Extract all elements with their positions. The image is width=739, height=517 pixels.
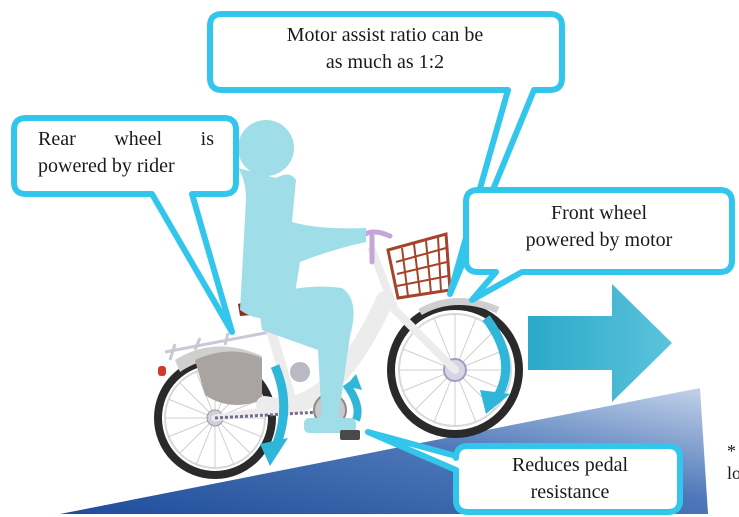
footnote-fragment: * lo (727, 440, 739, 484)
pedal (340, 430, 360, 440)
callout-rear-wheel-line2: powered by rider (38, 155, 175, 177)
callout-front-wheel-line1: Front wheel (550, 202, 648, 224)
battery (195, 351, 262, 405)
motor-hub (290, 362, 310, 382)
callout-rear-wheel-line1: Rear wheel is (38, 128, 214, 150)
callout-motor-ratio-line2: as much as 1:2 (325, 51, 445, 73)
callout-rear-wheel: Rear wheel is powered by rider (38, 126, 214, 180)
callout-front-wheel-line2: powered by motor (525, 229, 673, 251)
footnote-line2: lo (727, 463, 739, 483)
rear-wheel-rotation-icon (270, 364, 289, 448)
rider-figure (238, 120, 366, 433)
callout-pedal: Reduces pedal resistance (470, 452, 670, 506)
bike-chain (214, 410, 321, 420)
front-fender (418, 298, 500, 316)
forward-arrow-icon (528, 284, 672, 402)
footnote-line1: * (727, 441, 736, 461)
callout-motor-ratio: Motor assist ratio can be as much as 1:2 (222, 22, 548, 76)
callout-pedal-line1: Reduces pedal (511, 454, 629, 476)
callout-motor-ratio-line1: Motor assist ratio can be (286, 24, 484, 46)
front-wheel-rotation-icon (482, 315, 511, 399)
callout-front-wheel: Front wheel powered by motor (476, 200, 722, 254)
callout-bubble-rear-wheel (11, 115, 239, 335)
front-basket (386, 232, 452, 300)
callout-bubble-front-wheel (463, 187, 735, 303)
pedal-rotation-icon (342, 381, 362, 422)
rear-carrier (164, 330, 271, 361)
rear-light (158, 366, 166, 376)
callout-pedal-line2: resistance (530, 481, 610, 503)
callout-bubble-pedal (365, 429, 683, 515)
